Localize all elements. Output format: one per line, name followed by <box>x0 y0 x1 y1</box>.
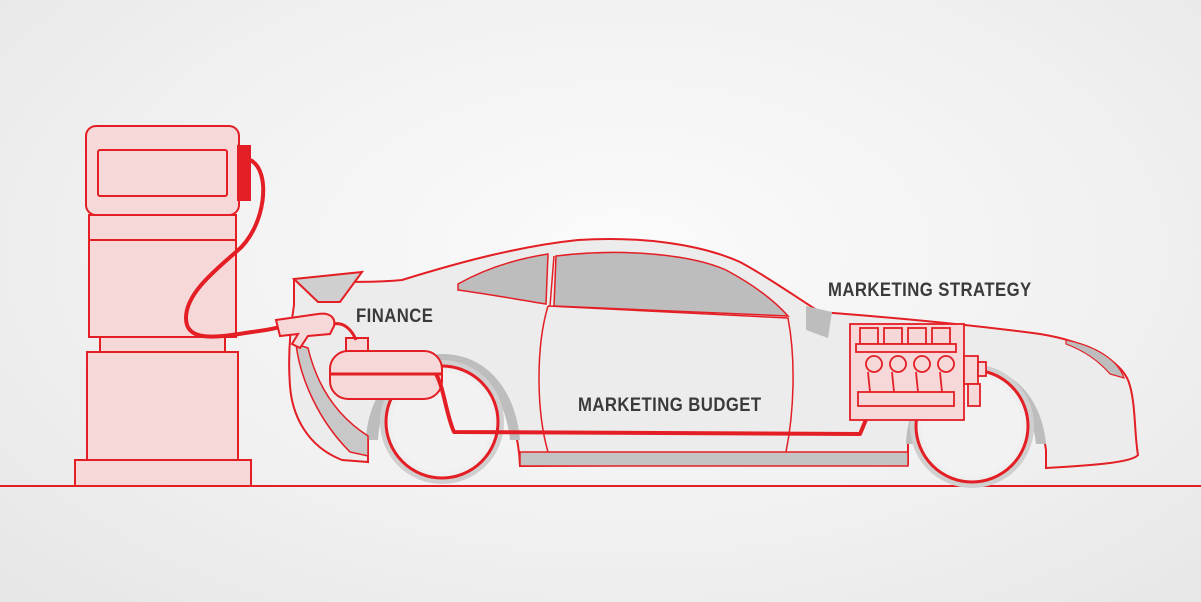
rear-window <box>457 253 549 305</box>
label-marketing-budget: MARKETING BUDGET <box>578 395 762 416</box>
fuel-pump-icon <box>74 125 252 487</box>
engine-icon <box>849 323 987 421</box>
door-outline <box>538 305 794 453</box>
fuel-nozzle-icon <box>274 312 358 350</box>
label-marketing-strategy: MARKETING STRATEGY <box>828 280 1032 301</box>
fuel-tank-icon <box>329 337 443 400</box>
fuel-hose <box>183 158 288 339</box>
front-window <box>553 251 790 317</box>
fuel-line <box>434 373 872 436</box>
label-finance: FINANCE <box>356 306 434 327</box>
